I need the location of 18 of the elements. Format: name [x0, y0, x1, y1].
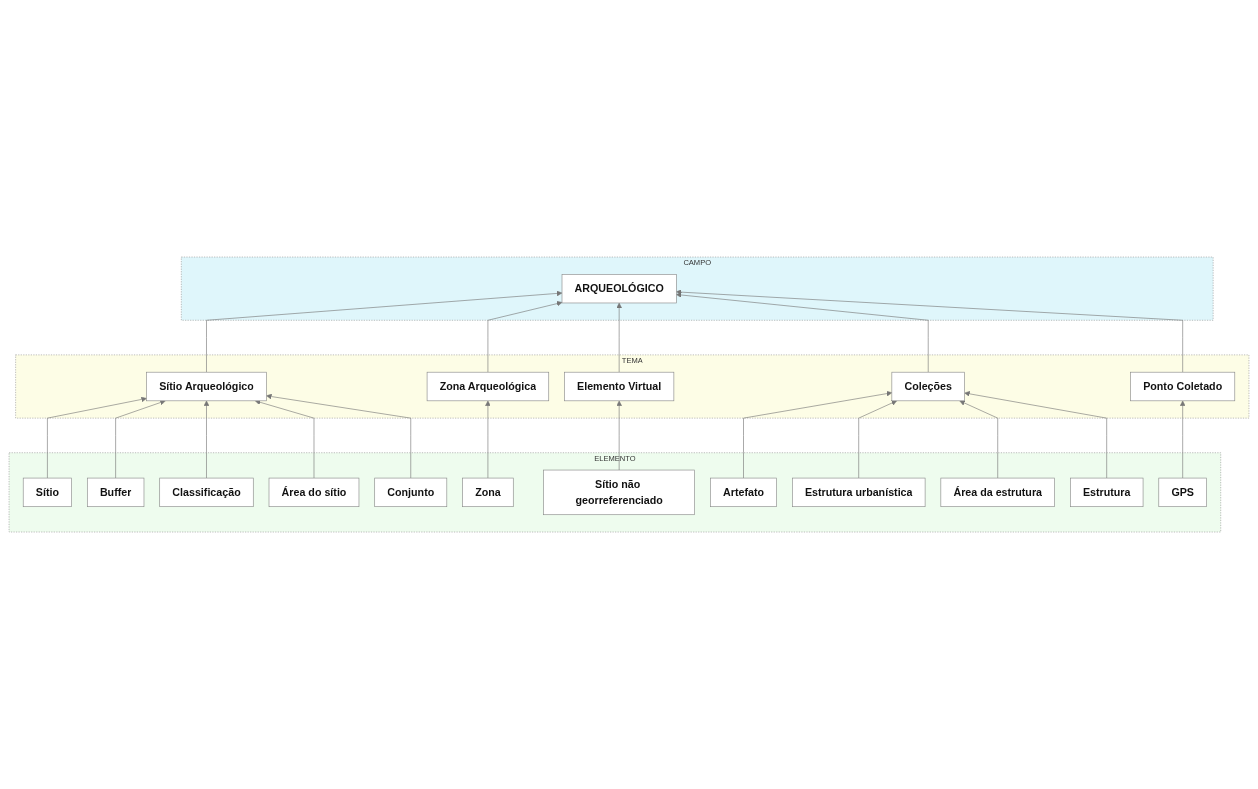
node-box: Artefato — [710, 477, 777, 507]
node-box: Área do sítio — [268, 477, 360, 507]
node-box: GPS — [1158, 477, 1207, 507]
node-box: Área da estrutura — [940, 477, 1055, 507]
node-box: Classificação — [159, 477, 254, 507]
node-box: Zona Arqueológica — [426, 371, 550, 402]
node-box: ARQUEOLÓGICO — [561, 274, 677, 304]
node-box: Ponto Coletado — [1130, 371, 1236, 402]
node-box: Coleções — [891, 371, 965, 402]
node-box: Zona — [462, 477, 514, 507]
node-box: Sítio não georreferenciado — [543, 469, 695, 515]
node-box: Elemento Virtual — [564, 371, 675, 402]
node-box: Estrutura — [1070, 477, 1144, 507]
node-box: Buffer — [87, 477, 145, 507]
node-box: Sítio — [22, 477, 72, 507]
node-box: Sítio Arqueológico — [146, 371, 267, 402]
node-box: Conjunto — [374, 477, 448, 507]
node-box: Estrutura urbanística — [792, 477, 926, 507]
